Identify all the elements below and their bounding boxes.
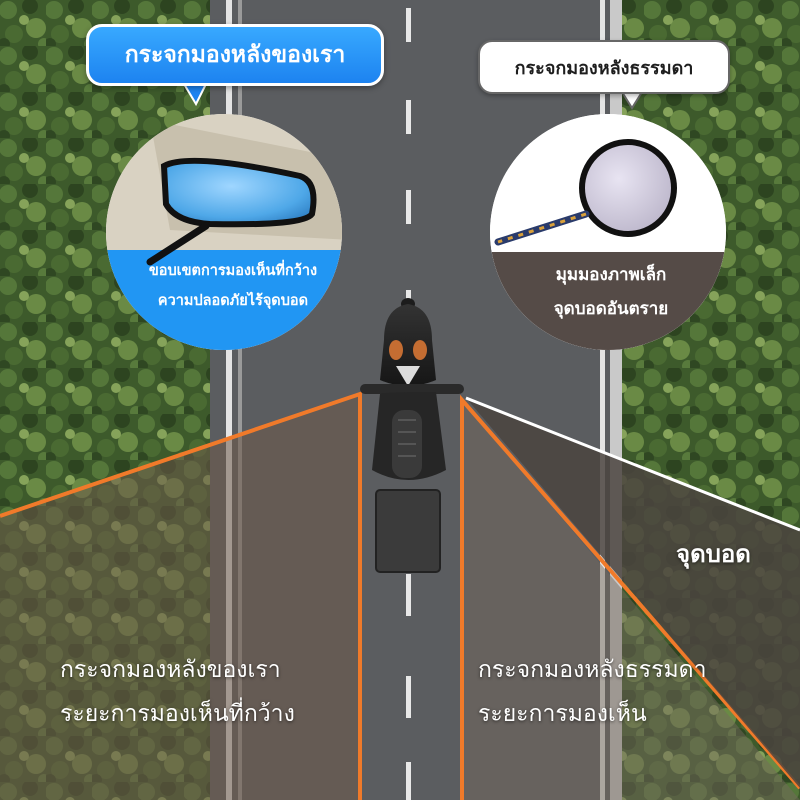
top-box (375, 489, 441, 573)
blind-spot-area (466, 398, 800, 788)
our-view-caption-line-1: กระจกมองหลังของเรา (60, 657, 281, 683)
normal-mirror-caption-line-2: จุดบอดอันตราย (553, 299, 669, 319)
normal-mirror-caption: มุมมองภาพเล็ก จุดบอดอันตราย (498, 258, 724, 326)
motorcycle (360, 298, 464, 573)
blind-spot-label: จุดบอด (676, 540, 751, 568)
our-view-caption: กระจกมองหลังของเรา ระยะการมองเห็นที่กว้า… (60, 648, 295, 736)
normal-view-caption-line-1: กระจกมองหลังธรรมดา (478, 657, 707, 683)
normal-mirror-caption-line-1: มุมมองภาพเล็ก (555, 265, 667, 285)
our-mirror-caption: ขอบเขตการมองเห็นที่กว้าง ความปลอดภัยไร้จ… (118, 256, 348, 316)
normal-view-caption-line-2: ระยะการมองเห็น (478, 701, 647, 727)
our-mirror-caption-line-2: ความปลอดภัยไร้จุดบอด (157, 293, 309, 309)
our-mirror-caption-line-1: ขอบเขตการมองเห็นที่กว้าง (148, 263, 318, 279)
our-view-caption-line-2: ระยะการมองเห็นที่กว้าง (60, 701, 295, 727)
our-mirror-circle (106, 114, 342, 350)
our-view-area (0, 394, 360, 800)
normal-mirror-circle (490, 114, 726, 350)
our-mirror-title: กระจกมองหลังของเรา (86, 24, 384, 86)
normal-mirror-title: กระจกมองหลังธรรมดา (478, 40, 730, 94)
normal-view-caption: กระจกมองหลังธรรมดา ระยะการมองเห็น (478, 648, 706, 736)
